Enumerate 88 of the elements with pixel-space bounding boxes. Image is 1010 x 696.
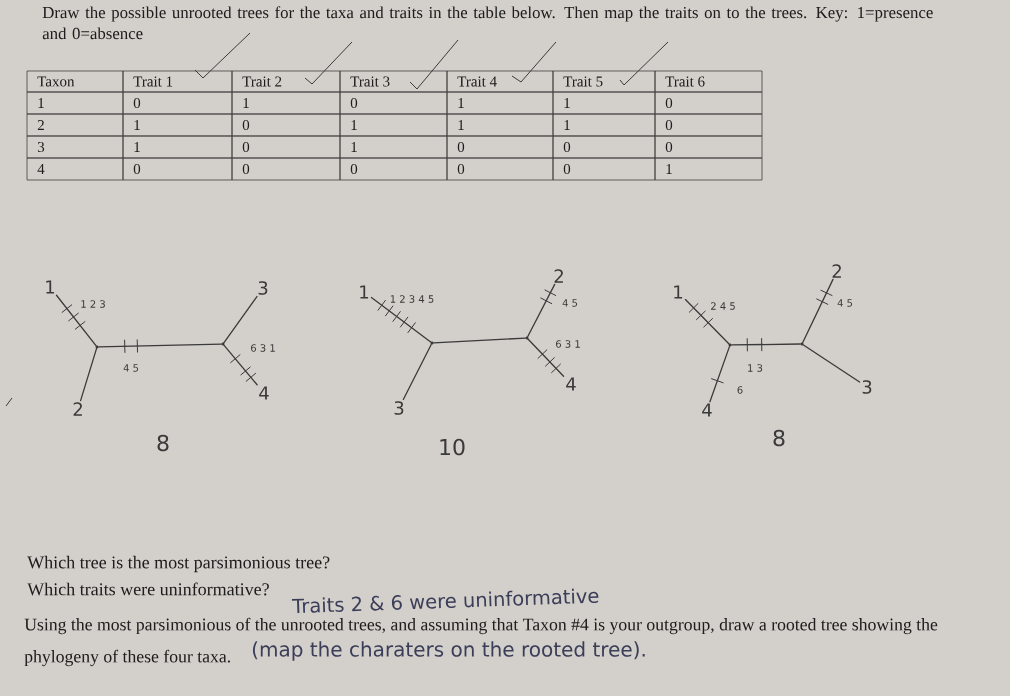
table-cell: 1 bbox=[26, 91, 124, 115]
table-cell: 2 bbox=[26, 113, 124, 137]
branch-line bbox=[731, 343, 801, 346]
table-cell: 0 bbox=[446, 135, 554, 159]
edge-label: 2 4 5 bbox=[709, 301, 737, 311]
edge-label: 1 2 3 bbox=[79, 299, 107, 309]
taxon-label: 1 bbox=[46, 280, 55, 294]
table-cell: Trait 4 bbox=[446, 70, 554, 93]
table-cell: Trait 1 bbox=[122, 70, 233, 93]
branch-line bbox=[709, 345, 731, 403]
branch-line bbox=[223, 295, 258, 344]
edge-label: 6 3 1 bbox=[249, 343, 277, 353]
taxon-label: 1 bbox=[674, 285, 683, 299]
table-cell: 1 bbox=[231, 91, 341, 115]
table-cell: 0 bbox=[231, 113, 341, 137]
branch-point bbox=[221, 342, 225, 346]
table-cell: 0 bbox=[122, 91, 233, 115]
branch-line bbox=[79, 347, 98, 402]
table-cell: 1 bbox=[446, 113, 554, 137]
branch-point bbox=[430, 341, 434, 345]
edge-label: 1 3 bbox=[746, 363, 764, 373]
branch-line bbox=[370, 296, 432, 343]
table-cell: 1 bbox=[122, 113, 233, 137]
taxon-label: 2 bbox=[832, 264, 841, 278]
branch-point bbox=[525, 336, 529, 340]
table-cell: 3 bbox=[26, 135, 124, 159]
question-text: Which tree is the most parsimonious tree? bbox=[27, 555, 330, 573]
table-cell: Trait 6 bbox=[654, 70, 763, 93]
branch-line bbox=[684, 298, 730, 345]
table-cell: Trait 2 bbox=[231, 70, 341, 93]
table-cell: 0 bbox=[339, 157, 448, 181]
taxon-label: 1 bbox=[360, 285, 369, 299]
table-cell: 0 bbox=[654, 135, 763, 159]
branch-line bbox=[223, 344, 258, 386]
edge-label: 4 5 bbox=[561, 298, 579, 308]
branch-point bbox=[95, 345, 99, 349]
table-cell: 0 bbox=[446, 157, 554, 181]
table-cell: Trait 3 bbox=[339, 70, 448, 93]
table-cell: 0 bbox=[122, 157, 233, 181]
table-cell: 1 bbox=[339, 113, 448, 137]
taxon-label: 2 bbox=[73, 402, 82, 416]
table-cell: 0 bbox=[339, 91, 448, 115]
table-cell: 0 bbox=[552, 135, 656, 159]
branch-point bbox=[800, 342, 804, 346]
table-cell: 0 bbox=[231, 135, 341, 159]
table-cell: 1 bbox=[552, 113, 656, 137]
edge-label: 1 2 3 4 5 bbox=[388, 294, 436, 304]
edge-label: 6 3 1 bbox=[554, 339, 582, 349]
question-text: phylogeny of these four taxa. bbox=[24, 649, 230, 667]
branch-line bbox=[527, 338, 565, 377]
question-text: Using the most parsimonious of the unrooted trees, and assuming that Taxon #4 is your outgroup, draw a rooted tree showing the bbox=[24, 617, 938, 635]
branch-line bbox=[433, 337, 526, 344]
branch-line bbox=[98, 343, 222, 348]
handwritten-note: (map the charaters on the rooted tree). bbox=[252, 641, 645, 661]
table-cell: 4 bbox=[26, 157, 124, 181]
table-cell: 1 bbox=[654, 157, 763, 181]
table-cell: Trait 5 bbox=[552, 70, 656, 93]
taxon-label: 3 bbox=[394, 401, 404, 415]
table-cell: 1 bbox=[339, 135, 448, 159]
branch-line bbox=[802, 344, 861, 383]
table-cell: 1 bbox=[552, 91, 656, 115]
table-cell: 0 bbox=[654, 91, 763, 115]
question-text: Which traits were uninformative? bbox=[27, 582, 269, 596]
branch-line bbox=[402, 343, 432, 401]
taxon-label: 4 bbox=[702, 403, 712, 417]
score-number: 10 bbox=[440, 438, 465, 456]
branch-line bbox=[55, 294, 97, 347]
edge-label: 4 5 bbox=[122, 363, 140, 373]
edge-label: 6 bbox=[735, 385, 745, 395]
taxon-label: 2 bbox=[554, 269, 563, 283]
taxon-label: 3 bbox=[862, 380, 872, 394]
score-number: 8 bbox=[157, 434, 169, 452]
handwritten-answer: Traits 2 & 6 were uninformative bbox=[291, 588, 599, 614]
edge-label: 4 5 bbox=[836, 298, 854, 308]
taxon-label: 3 bbox=[258, 281, 268, 295]
table-cell: Taxon bbox=[26, 70, 124, 93]
score-number: 8 bbox=[773, 429, 785, 447]
instruction-text: Draw the possible unrooted trees for the taxa and traits in the table below. Then map the traits on to the trees. Key: 1=presence and 0=absence bbox=[42, 6, 933, 40]
table-cell: 1 bbox=[122, 135, 233, 159]
branch-point bbox=[728, 343, 732, 347]
table-cell: 0 bbox=[231, 157, 341, 181]
table-cell: 0 bbox=[552, 157, 656, 181]
table-cell: 1 bbox=[446, 91, 554, 115]
taxon-label: 4 bbox=[566, 377, 576, 391]
branch-line bbox=[527, 283, 556, 338]
branch-line bbox=[802, 278, 834, 344]
table-cell: 0 bbox=[654, 113, 763, 137]
taxon-label: 4 bbox=[259, 386, 269, 400]
